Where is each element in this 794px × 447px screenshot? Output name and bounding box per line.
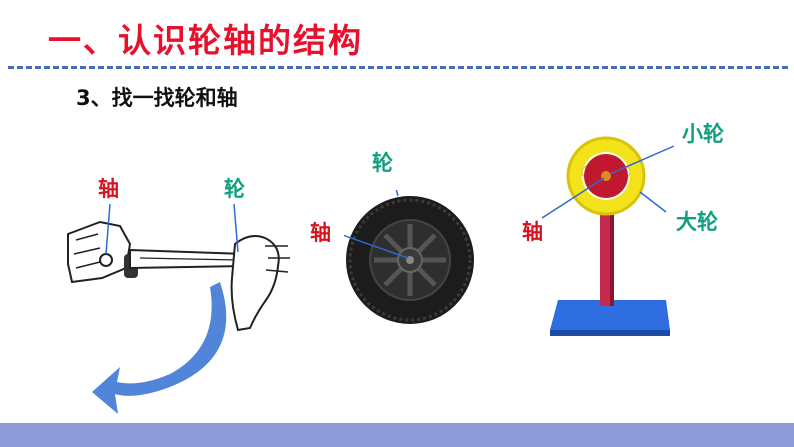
model-axle-label: 轴 bbox=[522, 220, 543, 244]
wrench-axle-label: 轴 bbox=[98, 177, 119, 201]
section-subtitle: 3、找一找轮和轴 bbox=[76, 86, 238, 110]
page-title: 一、认识轮轴的结构 bbox=[48, 21, 363, 60]
dashed-divider bbox=[8, 66, 788, 69]
wrench-wheel-label: 轮 bbox=[224, 177, 245, 201]
tire-illustration bbox=[344, 190, 474, 324]
tire-axle-label: 轴 bbox=[310, 221, 331, 245]
wrench-illustration bbox=[67, 203, 290, 414]
tire-wheel-label: 轮 bbox=[372, 151, 393, 175]
wheel-axle-model-illustration bbox=[541, 136, 675, 336]
footer-bar bbox=[0, 423, 794, 447]
model-small-wheel-label: 小轮 bbox=[682, 122, 724, 146]
model-large-wheel-label: 大轮 bbox=[676, 210, 718, 234]
